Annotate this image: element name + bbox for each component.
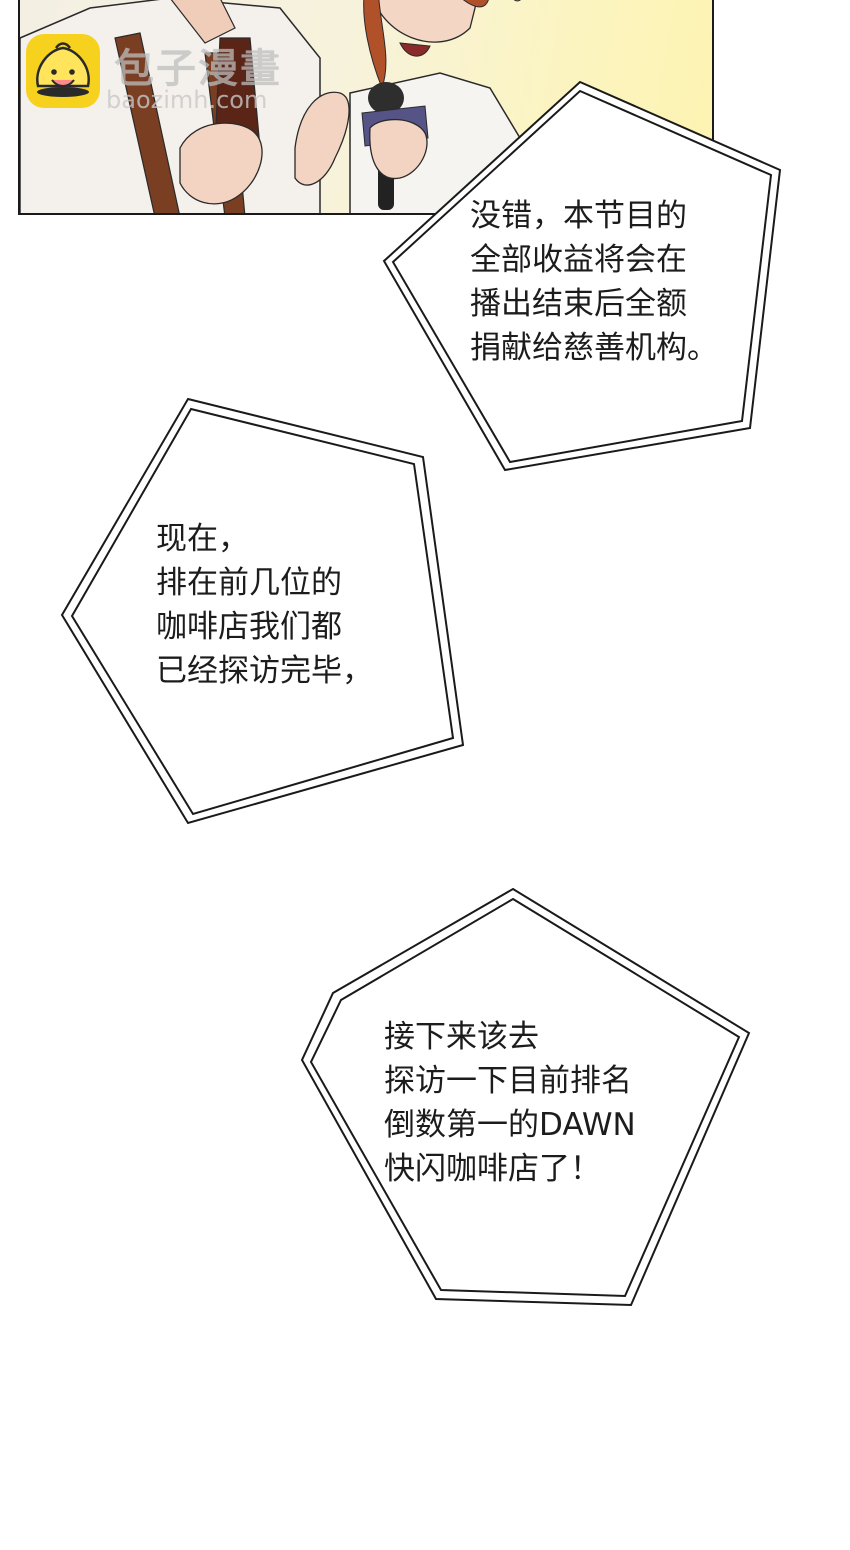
watermark-url: baozimh.com <box>106 86 268 114</box>
microphone-head <box>368 82 404 114</box>
watermark-title: 包子漫畫 <box>114 46 282 92</box>
bubble-3-outline <box>300 887 751 1307</box>
mic-hand <box>369 118 428 180</box>
bubble-2-line-3: 咖啡店我们都 <box>156 609 342 645</box>
speech-bubble-3: 接下来该去 探访一下目前排名 倒数第一的DAWN 快闪咖啡店了！ <box>298 885 753 1310</box>
bubble-3-line-1: 接下来该去 <box>384 1019 539 1055</box>
bubble-2-line-4: 已经探访完毕， <box>156 653 373 689</box>
watermark-logo <box>26 34 100 108</box>
bubble-3-line-4: 快闪咖啡店了！ <box>384 1151 601 1187</box>
bubble-1-line-2: 全部收益将会在 <box>470 242 687 278</box>
suspender-left <box>114 32 180 213</box>
sparkle-line <box>513 0 521 2</box>
right-person-face <box>372 0 478 43</box>
pointing-hand <box>294 91 350 186</box>
bubble-1-line-1: 没错，本节目的 <box>470 198 687 234</box>
bubble-2-line-1: 现在， <box>156 521 249 557</box>
left-hand <box>179 122 263 205</box>
watermark: 包子漫畫 baozimh.com <box>26 34 316 114</box>
speech-bubble-2: 现在， 排在前几位的 咖啡店我们都 已经探访完毕， <box>58 395 468 827</box>
speech-bubble-1: 没错，本节目的 全部收益将会在 播出结束后全额 捐献给慈善机构。 <box>380 78 790 478</box>
mouth <box>399 42 431 57</box>
bubble-1-line-3: 播出结束后全额 <box>470 286 687 322</box>
bun-mascot-icon <box>36 42 90 97</box>
bubble-3-line-2: 探访一下目前排名 <box>384 1063 632 1099</box>
bubble-1-outline <box>382 80 782 472</box>
bubble-3-line-3: 倒数第一的DAWN <box>384 1107 636 1143</box>
bubble-1-line-4: 捐献给慈善机构。 <box>470 330 718 366</box>
right-person-hair-bun <box>462 0 489 8</box>
bubble-2-outline <box>60 397 465 825</box>
left-person-neck <box>170 0 236 44</box>
bubble-2-line-2: 排在前几位的 <box>156 565 342 601</box>
